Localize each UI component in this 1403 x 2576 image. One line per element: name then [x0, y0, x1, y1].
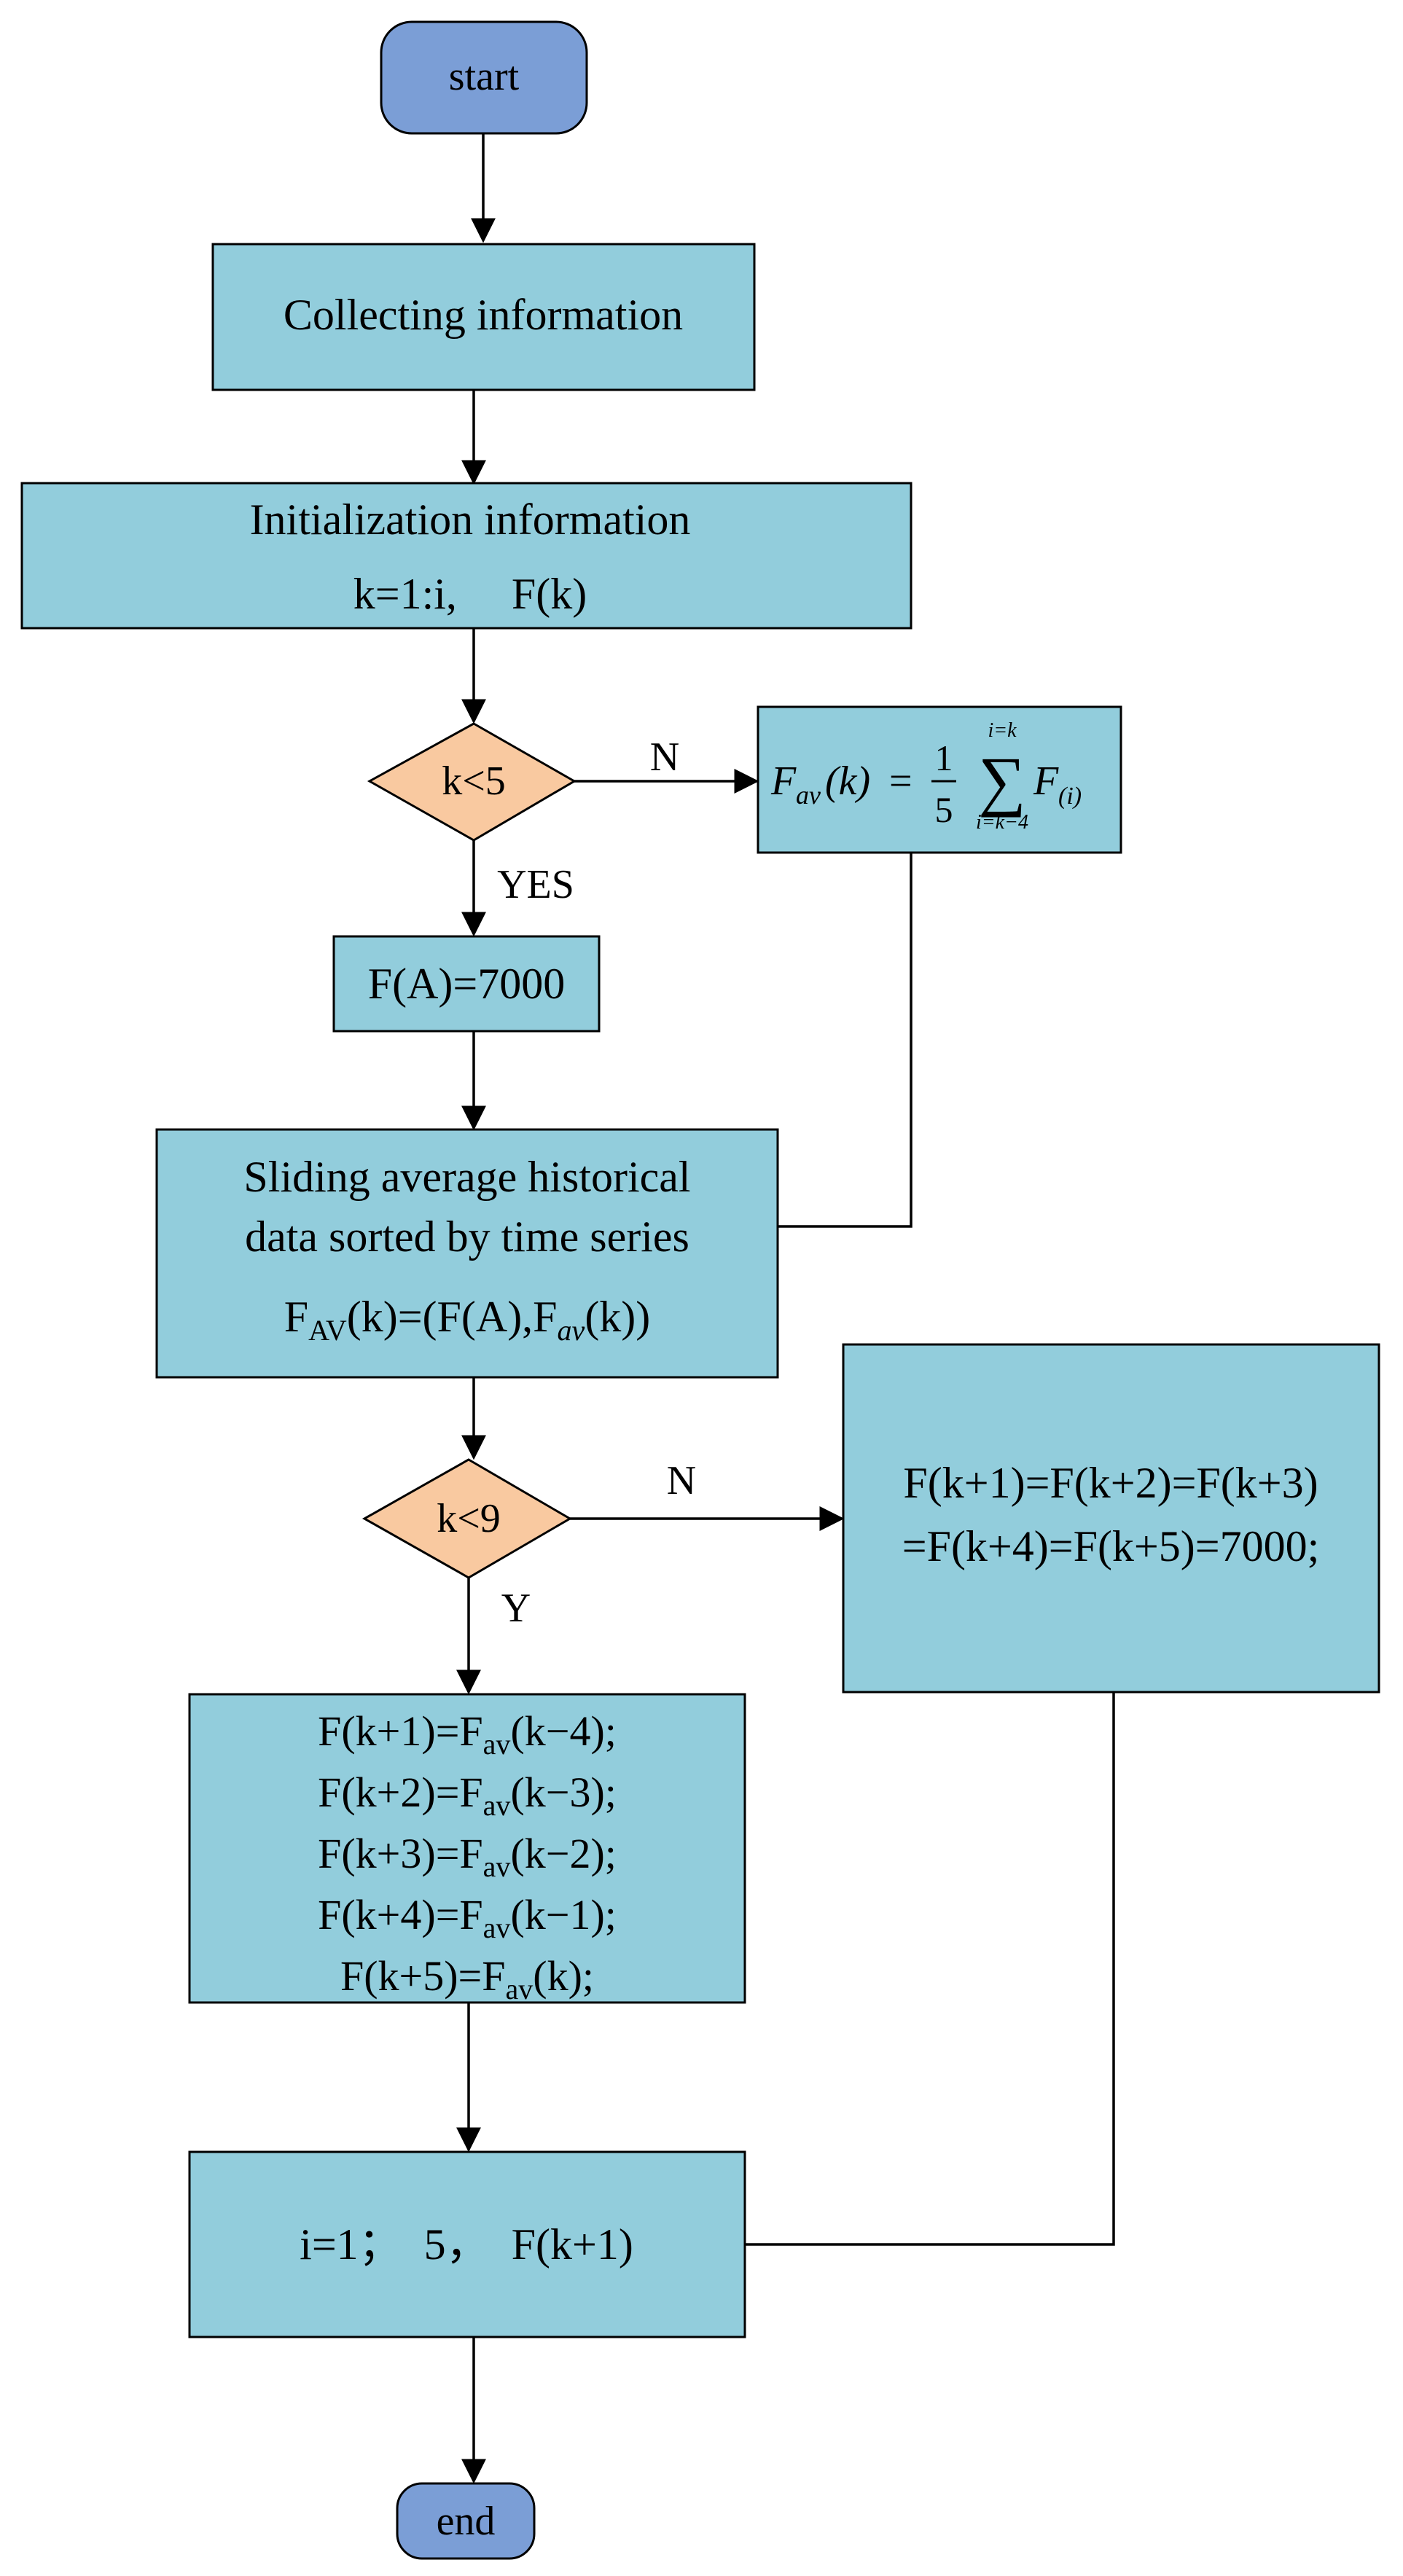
- assign-line: F(k+5)=Fav(k);: [340, 1952, 594, 2005]
- fav-lhs-arg: (k): [825, 759, 870, 804]
- sliding-formula-b: (k)=(F(A),F: [347, 1293, 558, 1341]
- decision-k-lt-5: k<5: [367, 722, 577, 842]
- decision2-no-label: N: [667, 1458, 696, 1503]
- decision-k-lt-9: k<9: [362, 1458, 572, 1579]
- sliding-formula-b-sub: av: [558, 1314, 585, 1347]
- assign-line: F(k+4)=Fav(k−1);: [318, 1891, 617, 1944]
- sliding-box: Sliding average historical data sorted b…: [155, 1128, 779, 1379]
- assign-box: F(k+1)=Fav(k−4); F(k+2)=Fav(k−3); F(k+3)=F…: [188, 1693, 746, 2005]
- decision1-no-label: N: [650, 735, 679, 780]
- line-fav-to-sliding: [778, 853, 912, 1228]
- sliding-line2: data sorted by time series: [245, 1213, 689, 1261]
- sliding-formula: FAV(k)=(F(A),Fav(k)): [284, 1293, 651, 1347]
- assign-line: F(k+3)=Fav(k−2);: [318, 1830, 617, 1883]
- fav-rhs-f: F: [1033, 759, 1059, 804]
- line-rightbox-to-loop: [745, 1692, 1115, 2246]
- fav-formula-box: F av (k) = 1 5 i=k ∑ i=k−4 F (i): [757, 705, 1122, 854]
- end-terminal: end: [396, 2482, 536, 2560]
- start-label: start: [449, 54, 520, 99]
- start-terminal: start: [380, 20, 588, 135]
- fav-frac-num: 1: [935, 737, 953, 778]
- sliding-formula-c: (k)): [585, 1293, 650, 1341]
- fav-lhs-f: F: [770, 759, 797, 804]
- decision1-label: k<5: [442, 759, 506, 804]
- fa-box: F(A)=7000: [332, 935, 601, 1033]
- fav-frac-den: 5: [935, 789, 953, 830]
- fav-sigma: ∑: [978, 743, 1026, 818]
- sliding-formula-a-sub: AV: [308, 1314, 347, 1347]
- fav-eq: =: [889, 759, 912, 804]
- right-box-line1: F(k+1)=F(k+2)=F(k+3): [903, 1459, 1318, 1507]
- assign-line: F(k+2)=Fav(k−3);: [318, 1769, 617, 1822]
- decision2-yes-label: Y: [501, 1586, 531, 1631]
- init-formula: k=1:i, F(k): [353, 570, 587, 618]
- collect-box: Collecting information: [211, 243, 756, 391]
- decision1-yes-label: YES: [497, 862, 574, 907]
- fav-lhs-sub: av: [796, 780, 821, 810]
- fav-rhs-sub: (i): [1058, 783, 1082, 810]
- fa-label: F(A)=7000: [368, 960, 566, 1008]
- decision2-label: k<9: [437, 1496, 501, 1541]
- sliding-line1: Sliding average historical: [243, 1153, 690, 1201]
- init-box: Initialization information k=1:i, F(k): [20, 482, 912, 630]
- right-box-line2: =F(k+4)=F(k+5)=7000;: [902, 1522, 1320, 1570]
- assign-lines: F(k+1)=Fav(k−4); F(k+2)=Fav(k−3); F(k+3)=F…: [318, 1707, 617, 2005]
- collect-label: Collecting information: [284, 291, 683, 339]
- fav-sum-upper: i=k: [988, 719, 1017, 742]
- loop-label: i=1； 5， F(k+1): [300, 2220, 633, 2268]
- equal-7000-box: F(k+1)=F(k+2)=F(k+3) =F(k+4)=F(k+5)=7000…: [842, 1343, 1380, 1694]
- init-title: Initialization information: [250, 496, 691, 544]
- assign-line: F(k+1)=Fav(k−4);: [318, 1707, 617, 1761]
- fav-sum-lower: i=k−4: [976, 811, 1028, 834]
- loop-box: i=1； 5， F(k+1): [188, 2150, 746, 2338]
- sliding-formula-a: F: [284, 1293, 308, 1341]
- end-label: end: [437, 2499, 496, 2544]
- connectors: [456, 133, 1115, 2484]
